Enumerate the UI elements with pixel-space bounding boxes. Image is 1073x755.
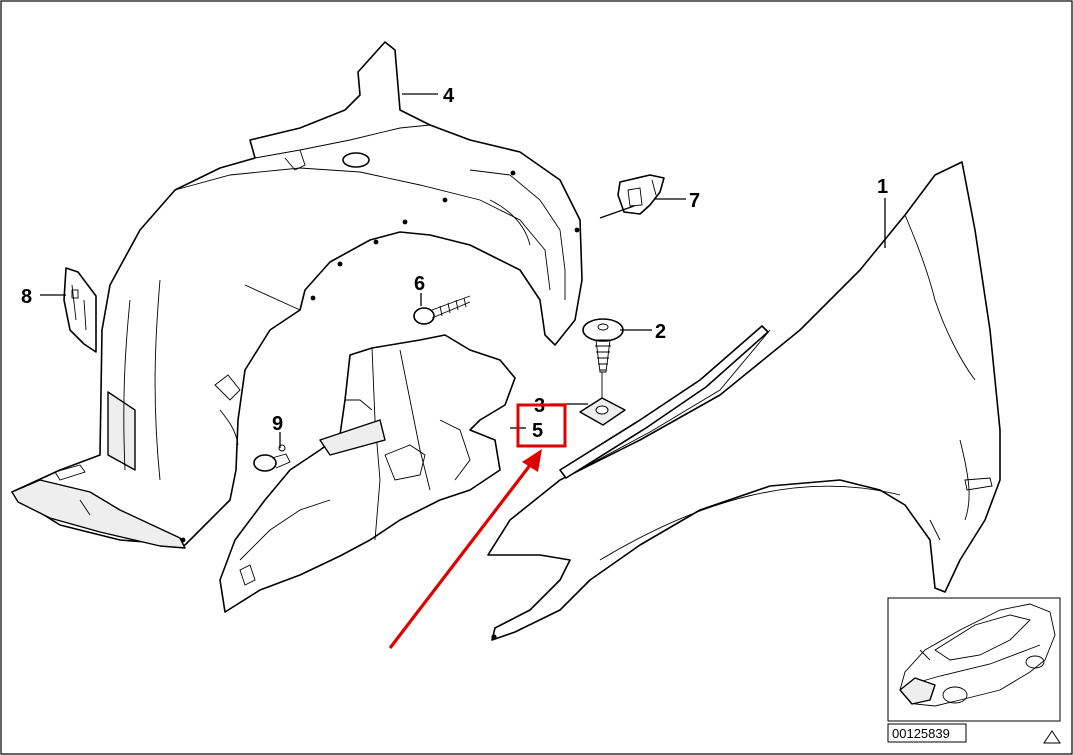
callout-8: 8 bbox=[21, 286, 32, 308]
wheel-arch-liner-part bbox=[11, 41, 583, 549]
clip-nut-part-3 bbox=[579, 372, 626, 426]
callout-4: 4 bbox=[443, 85, 455, 107]
callout-5: 5 bbox=[532, 420, 543, 442]
red-pointer-arrow bbox=[388, 449, 542, 649]
vehicle-locator-inset bbox=[887, 597, 1061, 722]
document-id: 00125839 bbox=[892, 726, 950, 741]
push-pin-part-9 bbox=[253, 444, 291, 472]
seal-strip-part bbox=[559, 325, 769, 479]
callout-9: 9 bbox=[272, 413, 283, 435]
triangle-marker-icon bbox=[1043, 730, 1061, 744]
bolt-part-6 bbox=[413, 295, 471, 325]
callout-1: 1 bbox=[877, 176, 888, 198]
expanding-clip-part-7 bbox=[617, 174, 665, 215]
bracket-part-8 bbox=[63, 267, 97, 353]
callout-6: 6 bbox=[414, 273, 425, 295]
callout-2: 2 bbox=[655, 321, 666, 343]
splash-shield-part bbox=[219, 334, 516, 613]
callout-7: 7 bbox=[689, 190, 700, 212]
leader-lines bbox=[40, 93, 886, 448]
screw-part-2 bbox=[582, 318, 624, 373]
fender-part bbox=[487, 161, 1001, 641]
callout-5-highlight bbox=[516, 403, 567, 448]
document-id-box: 00125839 bbox=[887, 723, 967, 743]
